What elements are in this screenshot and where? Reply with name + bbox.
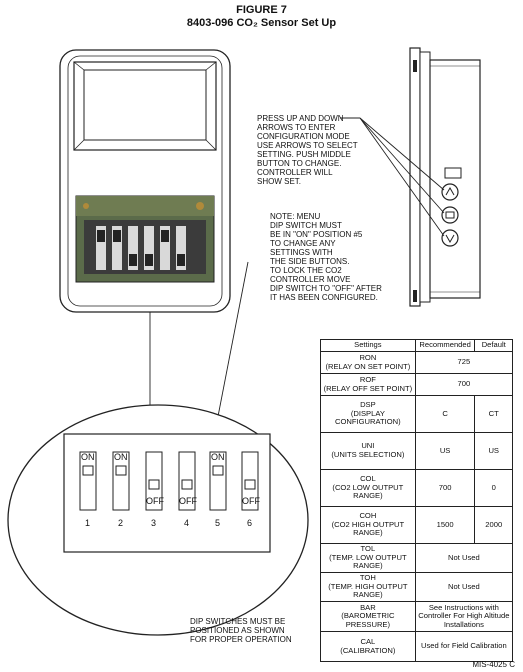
value-cell: 700 <box>414 373 514 396</box>
note-line: IT HAS BEEN CONFIGURED. <box>270 293 378 302</box>
note-line: TO LOCK THE CO2 <box>270 266 342 275</box>
value-cell: 725 <box>414 351 514 374</box>
note-line: DIP SWITCH TO "OFF" AFTER <box>270 284 382 293</box>
note-line: THE SIDE BUTTONS. <box>270 257 350 266</box>
switch-1-number: 1 <box>85 518 91 528</box>
value-cell: Not Used <box>414 572 514 602</box>
switch-4-state: OFF <box>179 496 197 506</box>
switch-4-number: 4 <box>184 518 190 528</box>
switch-2-state: ON <box>114 452 128 462</box>
switch-1-state: ON <box>81 452 95 462</box>
dip-switch-photo <box>75 195 215 283</box>
controller-side <box>409 47 481 307</box>
default-cell: US <box>474 432 513 470</box>
menu-note: NOTE: MENU DIP SWITCH MUST BE IN "ON" PO… <box>270 212 420 302</box>
switch-2-number: 2 <box>118 518 124 528</box>
table-row: ROF(RELAY OFF SET POINT) 700 <box>320 373 514 396</box>
switch-3-number: 3 <box>151 518 157 528</box>
value-cell: Not Used <box>414 543 514 573</box>
setting-cell: UNI(UNITS SELECTION) <box>320 432 416 470</box>
recommended-cell: US <box>414 432 476 470</box>
up-button-icon <box>441 183 459 201</box>
setting-cell: ROF(RELAY OFF SET POINT) <box>320 373 416 396</box>
figure-subtitle: 8403-096 CO₂ Sensor Set Up <box>186 17 337 29</box>
switch-6-number: 6 <box>247 518 253 528</box>
middle-button-icon <box>441 206 459 224</box>
note-line: NOTE: MENU <box>270 212 321 221</box>
press-note: PRESS UP AND DOWN ARROWS TO ENTER CONFIG… <box>257 114 417 186</box>
switch-3-state: OFF <box>146 496 164 506</box>
setting-cell: CAL(CALIBRATION) <box>320 631 416 662</box>
note-line: DIP SWITCHES MUST BE <box>190 617 286 626</box>
value-cell: Used for Field Calibration <box>414 631 514 662</box>
setting-cell: RON(RELAY ON SET POINT) <box>320 351 416 374</box>
controller-front <box>59 49 231 313</box>
table-header-row: Settings Recommended Default <box>320 339 513 352</box>
note-line: FOR PROPER OPERATION <box>190 635 292 644</box>
default-cell: 0 <box>474 469 513 507</box>
table-row: UNI(UNITS SELECTION) US US <box>320 432 513 470</box>
note-line: SETTING. PUSH MIDDLE <box>257 150 351 159</box>
note-line: SHOW SET. <box>257 177 302 186</box>
note-line: TO CHANGE ANY <box>270 239 336 248</box>
down-button-icon <box>441 229 459 247</box>
default-cell: 2000 <box>474 506 513 544</box>
note-line: CONFIGURATION MODE <box>257 132 350 141</box>
header-default: Default <box>474 339 513 352</box>
switch-6-state: OFF <box>242 496 260 506</box>
note-line: USE ARROWS TO SELECT <box>257 141 358 150</box>
recommended-cell: 1500 <box>414 506 476 544</box>
note-line: BE IN "ON" POSITION #5 <box>270 230 363 239</box>
note-line: CONTROLLER WILL <box>257 168 333 177</box>
note-line: DIP SWITCH MUST <box>270 221 342 230</box>
switch-5-number: 5 <box>215 518 221 528</box>
switch-5-state: ON <box>211 452 225 462</box>
note-line: SETTINGS WITH <box>270 248 333 257</box>
dip-note: DIP SWITCHES MUST BE POSITIONED AS SHOWN… <box>190 617 330 644</box>
settings-table: Settings Recommended Default RON(RELAY O… <box>320 339 514 662</box>
note-line: PRESS UP AND DOWN <box>257 114 344 123</box>
note-line: BUTTON TO CHANGE. <box>257 159 342 168</box>
figure-title: FIGURE 7 <box>236 4 287 16</box>
header-settings: Settings <box>320 339 416 352</box>
note-line: POSITIONED AS SHOWN <box>190 626 285 635</box>
table-row: RON(RELAY ON SET POINT) 725 <box>320 351 514 374</box>
recommended-cell: 700 <box>414 469 476 507</box>
table-row: CAL(CALIBRATION) Used for Field Calibrat… <box>320 631 514 662</box>
header-recommended: Recommended <box>414 339 476 352</box>
value-cell: See Instructions with Controller For Hig… <box>414 601 514 632</box>
note-line: ARROWS TO ENTER <box>257 123 336 132</box>
document-code: MIS-4025 C <box>472 660 515 669</box>
default-cell: CT <box>474 395 513 433</box>
recommended-cell: C <box>414 395 476 433</box>
note-line: CONTROLLER MOVE <box>270 275 351 284</box>
